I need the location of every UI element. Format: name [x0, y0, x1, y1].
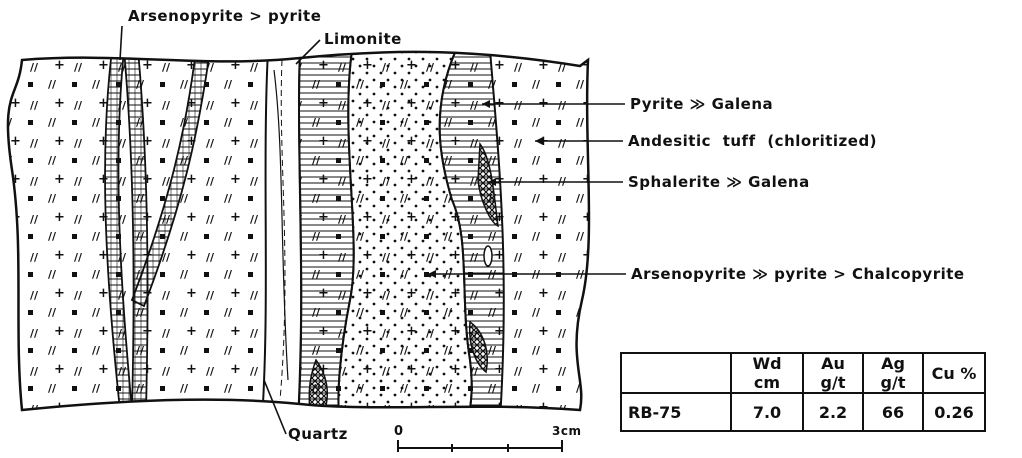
assay-table-header-row: Wd cm Au g/t Ag g/t Cu %: [621, 353, 985, 393]
label-quartz: Quartz: [288, 425, 348, 443]
cell-cu: 0.26: [923, 393, 985, 431]
header-cell-ag: Ag g/t: [863, 353, 923, 393]
cell-sample-id: RB-75: [621, 393, 731, 431]
header-cell-width: Wd cm: [731, 353, 803, 393]
cell-width: 7.0: [731, 393, 803, 431]
label-pyrite-galena: Pyrite ≫ Galena: [630, 95, 773, 113]
header-cell-au: Au g/t: [803, 353, 863, 393]
label-arsenopyrite-pyrite-top: Arsenopyrite > pyrite: [128, 7, 321, 25]
cell-au: 2.2: [803, 393, 863, 431]
scale-bar: [398, 440, 562, 452]
label-andesitic-tuff: Andesitic tuff (chloritized): [628, 132, 877, 150]
scale-bar-end-label: 3cm: [552, 424, 581, 438]
header-cell-cu: Cu %: [923, 353, 985, 393]
cell-ag: 66: [863, 393, 923, 431]
assay-table-row: RB-75 7.0 2.2 66 0.26: [621, 393, 985, 431]
label-arsenopyrite-chalcopyrite: Arsenopyrite ≫ pyrite > Chalcopyrite: [631, 265, 965, 283]
label-sphalerite-galena: Sphalerite ≫ Galena: [628, 173, 810, 191]
assay-table: Wd cm Au g/t Ag g/t Cu % RB-75 7.0 2.2 6…: [620, 352, 986, 432]
scale-bar-start-label: 0: [394, 424, 404, 439]
label-limonite: Limonite: [324, 30, 402, 48]
header-cell-blank: [621, 353, 731, 393]
